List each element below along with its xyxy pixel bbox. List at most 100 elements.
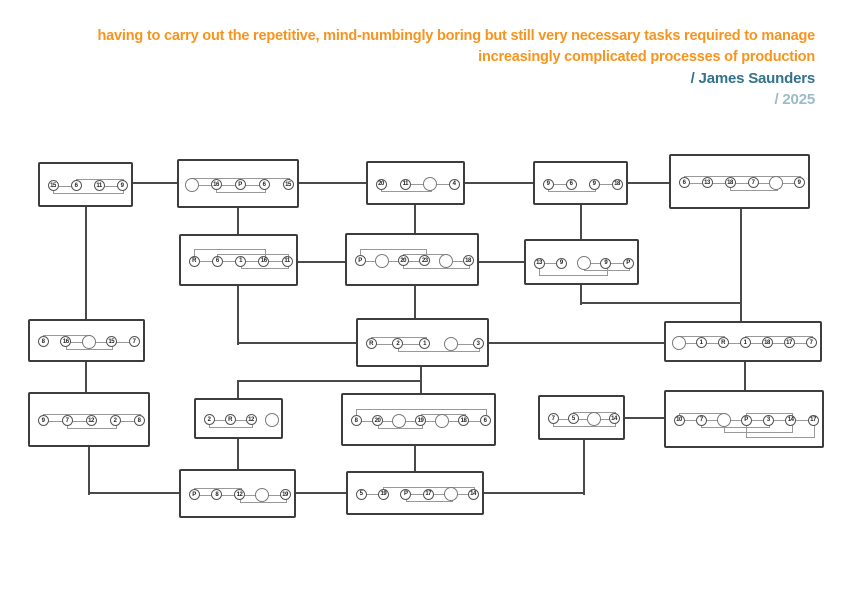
- connector-line: [414, 203, 416, 237]
- node-circle: 16: [210, 179, 222, 190]
- node-circle: [576, 256, 591, 270]
- node-circle: 9: [588, 178, 600, 190]
- node-circle: 12: [234, 489, 245, 500]
- node-link: [192, 184, 216, 186]
- node-link: [594, 184, 617, 185]
- node-link: [209, 419, 230, 421]
- node-link: [701, 342, 723, 344]
- node-link: [240, 261, 264, 262]
- node-link: [53, 185, 76, 187]
- connector-line: [626, 182, 673, 184]
- node-circle: 2: [203, 414, 215, 425]
- connector-line: [88, 492, 183, 494]
- node-circle: 3: [762, 414, 774, 426]
- node-link: [88, 341, 112, 343]
- node-circle: 14: [467, 488, 479, 500]
- node-link: [360, 260, 382, 262]
- node-circle: 1: [739, 337, 751, 348]
- node-link: [701, 420, 724, 421]
- connector-line: [463, 182, 537, 184]
- node-circle: 11: [281, 255, 293, 267]
- node-circle: 7: [128, 336, 140, 347]
- node-link: [371, 343, 398, 345]
- connector-line: [237, 342, 360, 344]
- node-circle: 8: [350, 415, 362, 426]
- node-circle: 11: [399, 178, 411, 190]
- connector-line: [740, 207, 742, 325]
- node-link: [356, 420, 378, 422]
- node-circle: 23: [419, 255, 431, 266]
- node-circle: P: [354, 255, 366, 266]
- node-circle: 6: [565, 178, 577, 190]
- node-circle: 12: [245, 414, 257, 425]
- node-link: [239, 494, 263, 496]
- node-circle: [435, 413, 449, 428]
- node-circle: 19: [279, 489, 291, 500]
- page-header: having to carry out the repetitive, mind…: [97, 26, 816, 110]
- node-circle: 6: [479, 415, 491, 426]
- node-circle: 18: [458, 415, 469, 426]
- node-circle: 15: [282, 179, 294, 190]
- node-link: [111, 341, 134, 343]
- node-circle: 17: [783, 337, 795, 348]
- node-circle: 6: [678, 177, 690, 188]
- node-circle: 11: [93, 180, 105, 191]
- node-link: [216, 184, 240, 186]
- node-circle: 5: [355, 488, 367, 500]
- node-circle: 17: [807, 414, 819, 426]
- node-link: [768, 420, 791, 421]
- node-circle: 16: [60, 336, 72, 347]
- connector-line: [88, 445, 90, 495]
- node-circle: [586, 411, 601, 426]
- node-circle: R: [717, 337, 729, 348]
- connector-line: [237, 380, 422, 382]
- node-arc: [397, 343, 480, 352]
- node-link: [767, 342, 789, 344]
- node-circle: 15: [105, 336, 117, 347]
- node-circle: R: [188, 255, 200, 267]
- node-link: [446, 260, 468, 262]
- node-link: [790, 420, 813, 421]
- node-link: [216, 494, 240, 496]
- connector-line: [580, 203, 582, 243]
- author-credit: / James Saunders: [690, 70, 816, 87]
- node-link: [583, 263, 606, 264]
- node-circle: 13: [701, 177, 713, 188]
- node-circle: 20: [372, 415, 383, 426]
- title-line-1: having to carry out the repetitive, mind…: [97, 28, 816, 44]
- connector-line: [237, 380, 239, 402]
- node-link: [442, 420, 464, 422]
- connector-line: [487, 342, 668, 344]
- node-circle: P: [234, 179, 246, 190]
- node-arc: [53, 185, 124, 194]
- node-circle: 9: [37, 415, 49, 426]
- node-link: [776, 182, 799, 184]
- node-circle: 17: [422, 488, 434, 500]
- node-circle: 9: [793, 177, 805, 188]
- node-link: [723, 342, 745, 344]
- connector-line: [294, 492, 350, 494]
- node-link: [194, 494, 217, 496]
- node-circle: [81, 334, 96, 349]
- node-circle: [255, 487, 270, 502]
- node-circle: 6: [258, 179, 270, 190]
- node-link: [405, 494, 429, 495]
- node-link: [730, 182, 753, 184]
- node-circle: 8: [133, 415, 145, 426]
- node-circle: [672, 335, 686, 350]
- node-circle: [392, 413, 406, 428]
- node-circle: 10: [673, 414, 685, 426]
- year-credit: / 2025: [774, 91, 815, 108]
- node-circle: [422, 177, 437, 191]
- node-circle: 7: [61, 415, 73, 426]
